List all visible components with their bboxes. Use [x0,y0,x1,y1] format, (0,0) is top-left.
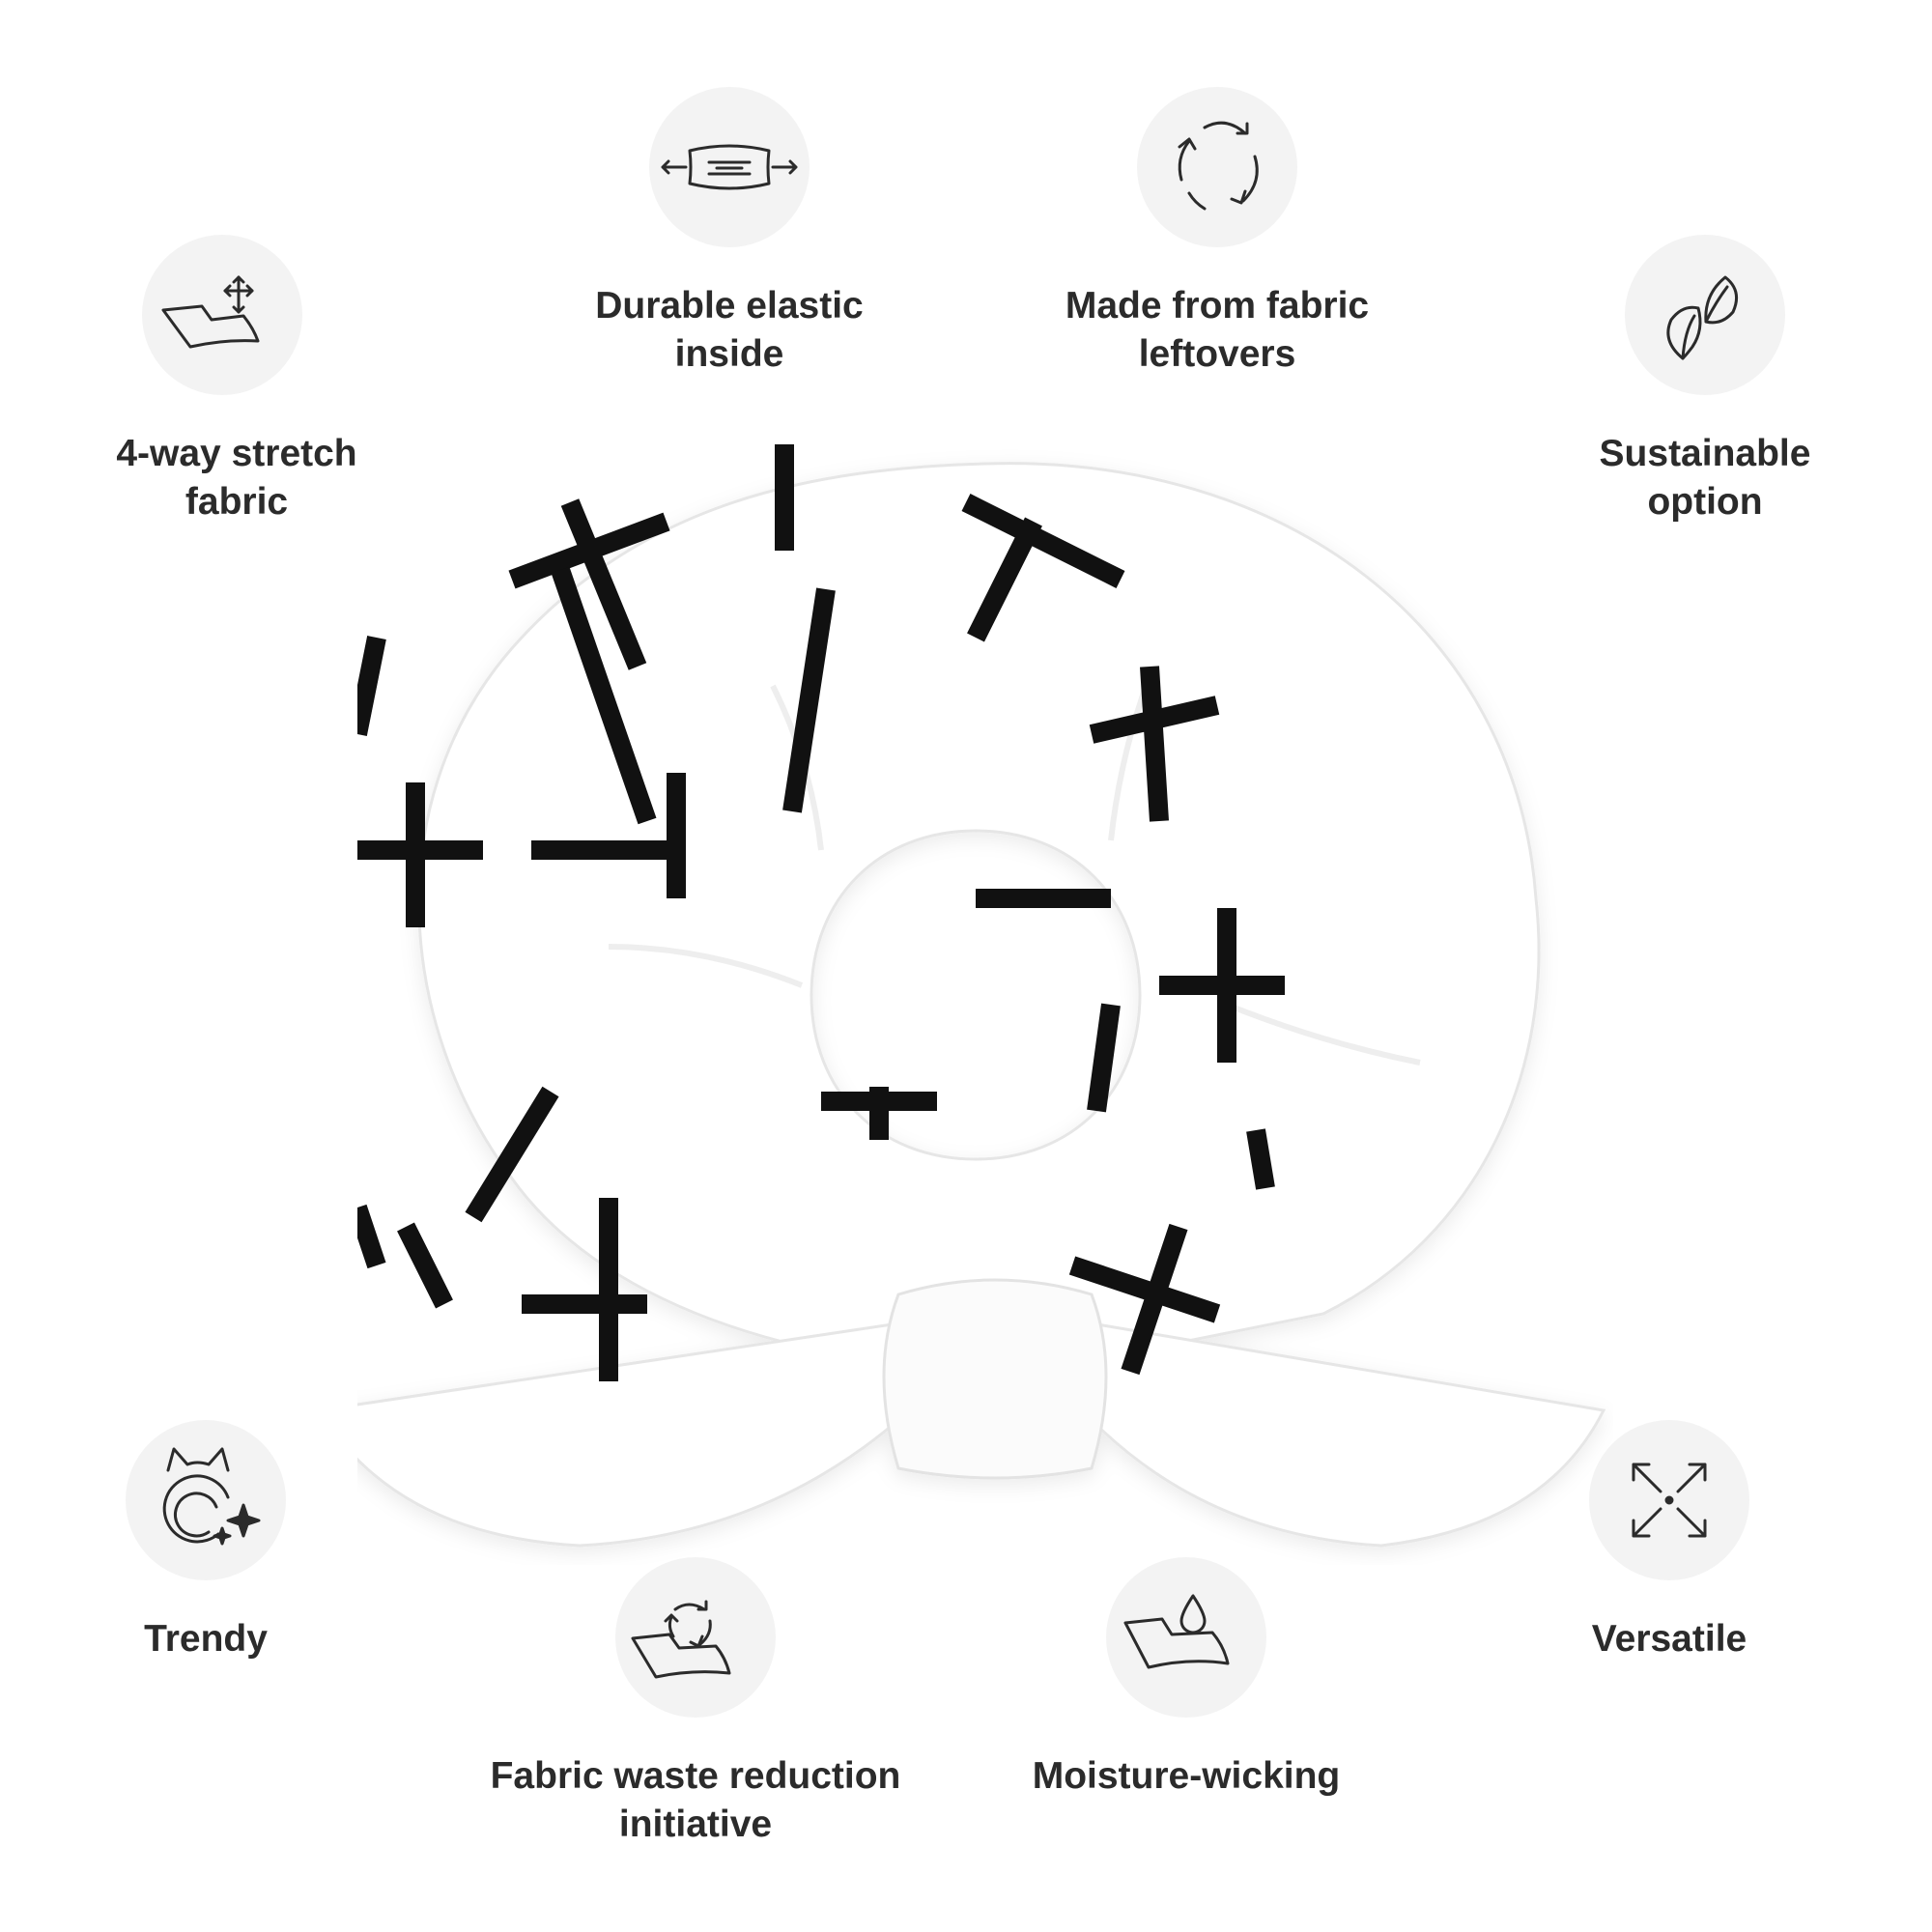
cross-pattern [348,386,1285,1381]
feature-elastic-label: Durable elastic inside [595,285,864,375]
feature-leftovers-label: Made from fabric leftovers [1065,285,1370,375]
feature-stretch-label: 4-way stretch fabric [116,433,357,523]
feature-trendy-label: Trendy [144,1618,268,1660]
scrunchie-ring [417,462,1541,1374]
feature-waste-label: Fabric waste reduction initiative [490,1755,901,1845]
water-drop-icon [1106,1557,1266,1718]
leaves-icon [1625,235,1785,395]
fabric-recycle-icon [615,1557,776,1718]
stretch-fabric-icon [142,235,302,395]
elastic-icon [649,87,810,247]
scrunchie-bow [316,1321,1606,1548]
scrunchie-illustration [316,386,1606,1548]
feature-moisture-label: Moisture-wicking [1032,1755,1341,1797]
scrunchie-knot [882,1278,1108,1480]
feature-versatile-label: Versatile [1591,1618,1747,1660]
expand-arrows-icon [1589,1420,1749,1580]
scrunchie-product-image [316,386,1613,1565]
feature-sustainable-label: Sustainable option [1599,433,1811,523]
trendy-sparkle-icon [126,1420,286,1580]
recycle-icon [1137,87,1297,247]
